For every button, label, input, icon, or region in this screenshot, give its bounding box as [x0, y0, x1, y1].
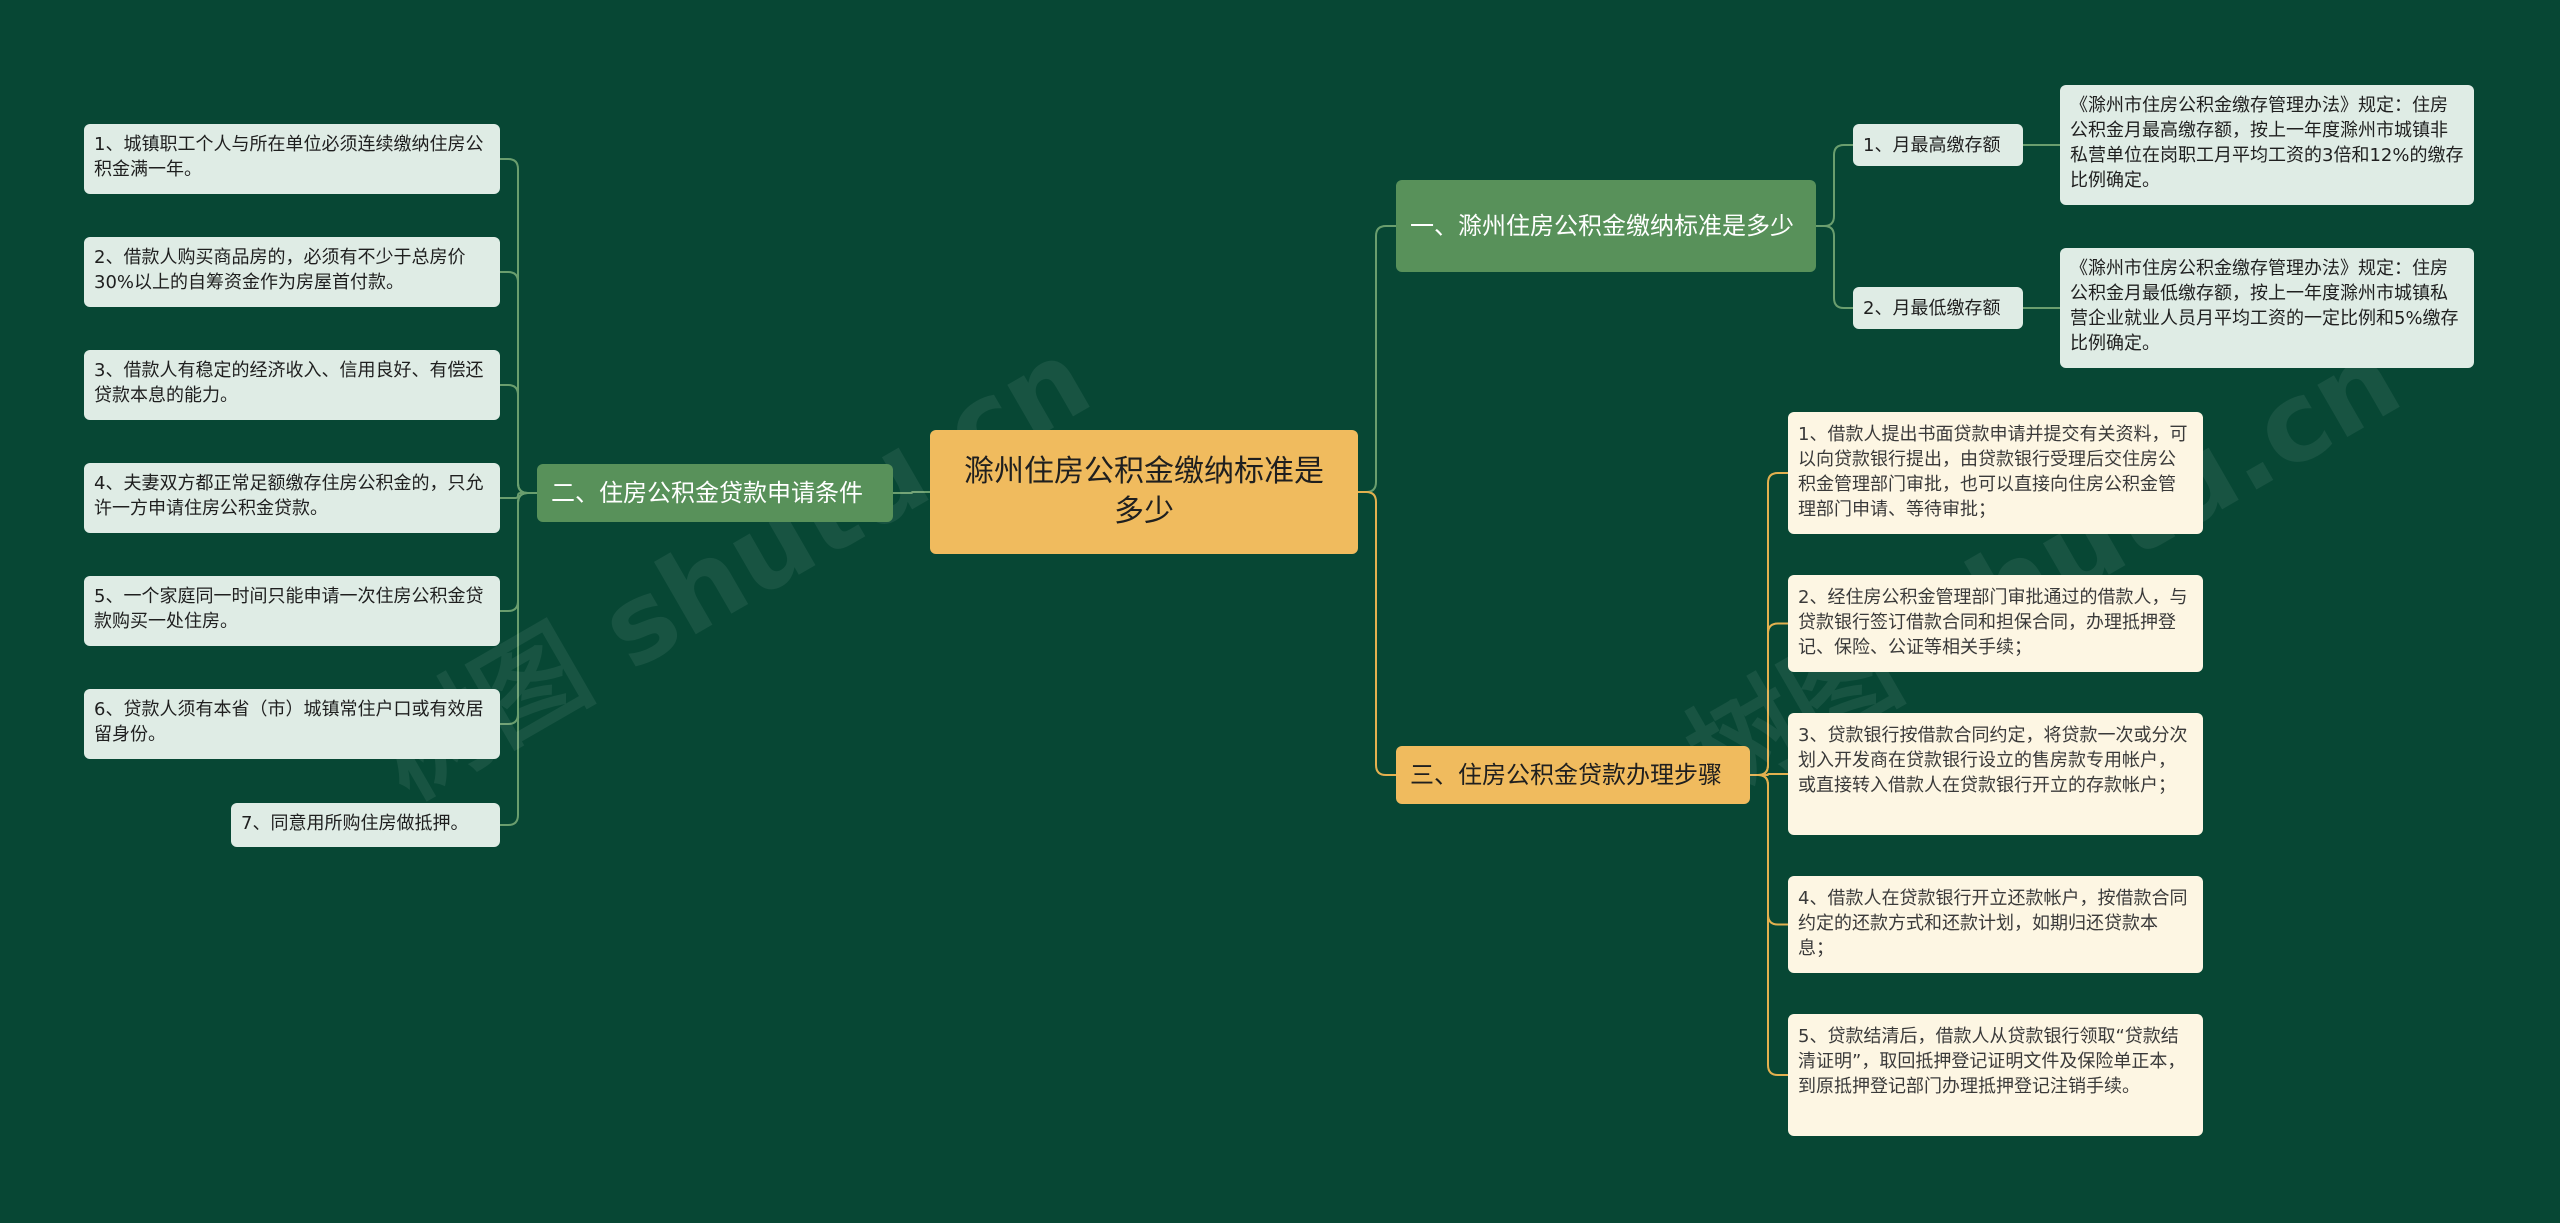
root-topic[interactable]: 滁州住房公积金缴纳标准是多少	[930, 430, 1358, 554]
procedure-step[interactable]: 2、经住房公积金管理部门审批通过的借款人，与贷款银行签订借款合同和担保合同，办理…	[1788, 575, 2203, 672]
connector-line	[1358, 225, 1396, 493]
condition-item[interactable]: 7、同意用所购住房做抵押。	[231, 803, 500, 847]
procedure-step[interactable]: 4、借款人在贷款银行开立还款帐户，按借款合同约定的还款方式和还款计划，如期归还贷…	[1788, 876, 2203, 973]
connector-line	[500, 492, 537, 826]
sub-topic-min-contribution[interactable]: 2、月最低缴存额	[1853, 287, 2023, 329]
sub-topic-max-contribution[interactable]: 1、月最高缴存额	[1853, 124, 2023, 166]
detail-min-contribution[interactable]: 《滁州市住房公积金缴存管理办法》规定：住房公积金月最低缴存额，按上一年度滁州市城…	[2060, 248, 2474, 368]
procedure-step[interactable]: 5、贷款结清后，借款人从贷款银行领取“贷款结清证明”，取回抵押登记证明文件及保险…	[1788, 1014, 2203, 1136]
condition-item[interactable]: 1、城镇职工个人与所在单位必须连续缴纳住房公积金满一年。	[84, 124, 500, 194]
branch-contribution-standard[interactable]: 一、滁州住房公积金缴纳标准是多少	[1396, 180, 1816, 272]
connector-line	[1816, 225, 1853, 309]
detail-max-contribution[interactable]: 《滁州市住房公积金缴存管理办法》规定：住房公积金月最高缴存额，按上一年度滁州市城…	[2060, 85, 2474, 205]
connector-line	[500, 492, 537, 499]
connector-line	[1750, 773, 1788, 776]
connector-line	[1358, 491, 1396, 776]
condition-item[interactable]: 2、借款人购买商品房的，必须有不少于总房价30%以上的自筹资金作为房屋首付款。	[84, 237, 500, 307]
branch-loan-conditions[interactable]: 二、住房公积金贷款申请条件	[537, 464, 893, 522]
connector-line	[1750, 622, 1788, 776]
connector-line	[893, 491, 930, 494]
procedure-step[interactable]: 1、借款人提出书面贷款申请并提交有关资料，可以向贷款银行提出，由贷款银行受理后交…	[1788, 412, 2203, 534]
connector-line	[1750, 774, 1788, 1076]
branch-loan-procedure[interactable]: 三、住房公积金贷款办理步骤	[1396, 746, 1750, 804]
condition-item[interactable]: 3、借款人有稳定的经济收入、信用良好、有偿还贷款本息的能力。	[84, 350, 500, 420]
condition-item[interactable]: 4、夫妻双方都正常足额缴存住房公积金的，只允许一方申请住房公积金贷款。	[84, 463, 500, 533]
condition-item[interactable]: 6、贷款人须有本省（市）城镇常住户口或有效居留身份。	[84, 689, 500, 759]
condition-item[interactable]: 5、一个家庭同一时间只能申请一次住房公积金贷款购买一处住房。	[84, 576, 500, 646]
procedure-step[interactable]: 3、贷款银行按借款合同约定，将贷款一次或分次划入开发商在贷款银行设立的售房款专用…	[1788, 713, 2203, 835]
connector-line	[1816, 144, 1853, 227]
connector-line	[500, 384, 537, 494]
